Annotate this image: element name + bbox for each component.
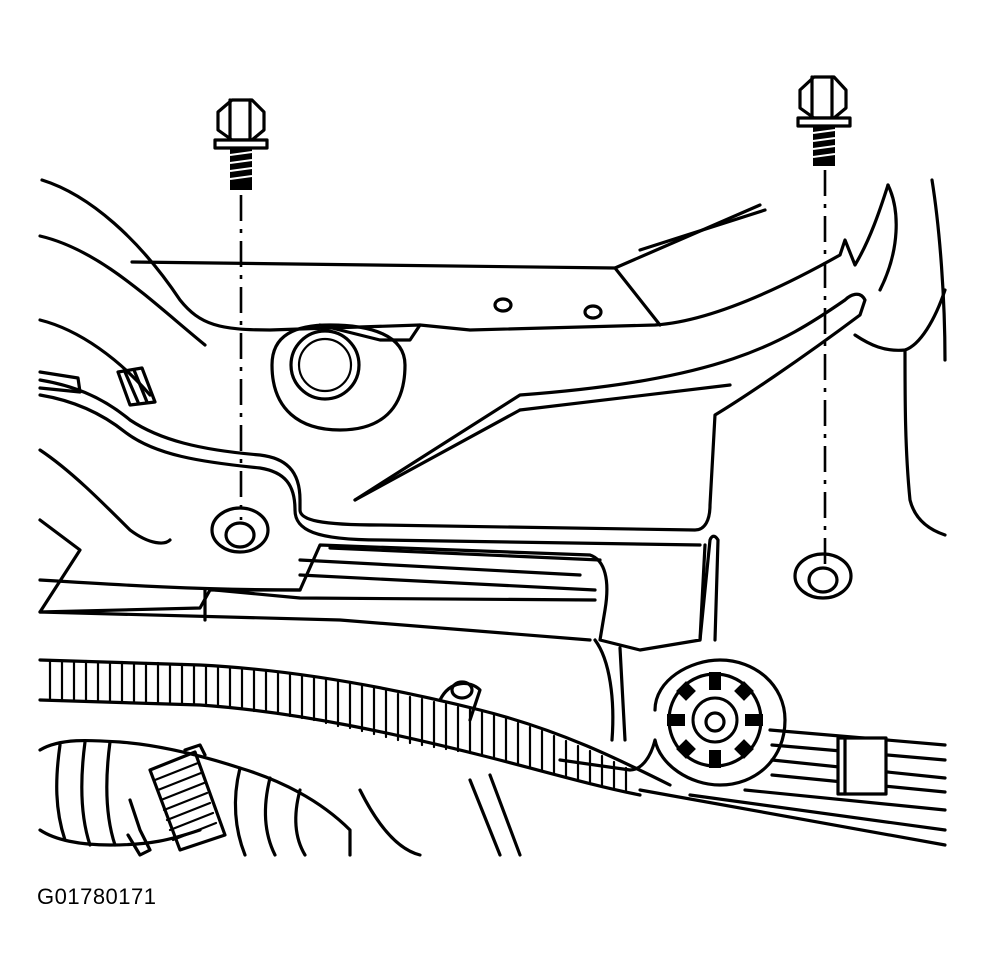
wiper-pivot-gear xyxy=(558,658,787,787)
hose-clamp xyxy=(148,743,227,852)
figure-code: G01780171 xyxy=(37,884,157,909)
bolt-right xyxy=(796,75,852,166)
bracket-arm xyxy=(38,292,867,547)
bolt-hole-left xyxy=(210,506,270,554)
bolt-hole-right xyxy=(793,552,853,600)
corrugated-conduit xyxy=(38,658,672,797)
wire-clip xyxy=(38,366,157,407)
wiper-linkage-tray xyxy=(38,518,720,742)
bolt-left xyxy=(213,98,269,190)
harness-lines xyxy=(638,728,947,847)
lower-hose xyxy=(38,738,522,857)
cowl-panel xyxy=(38,178,947,545)
bracket-boss xyxy=(270,323,407,432)
